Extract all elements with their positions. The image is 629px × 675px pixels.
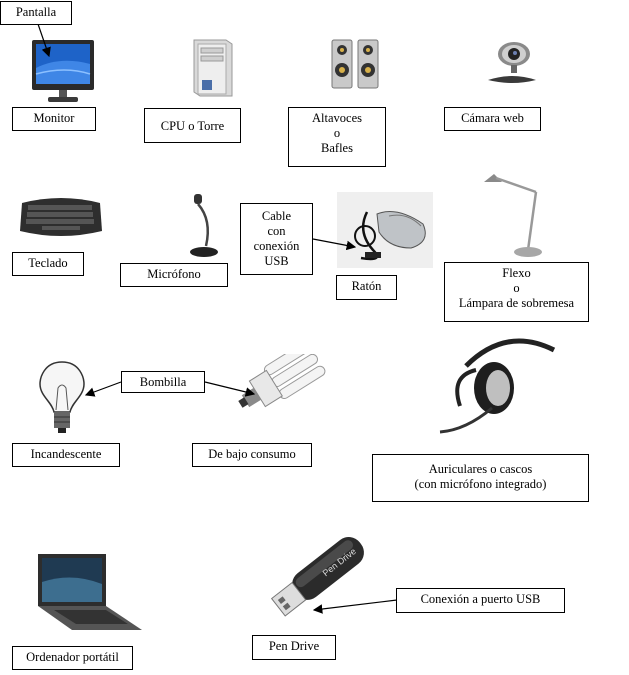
incandescent-bulb-image <box>38 360 86 441</box>
speakers-image <box>330 38 380 95</box>
label-flexo-line1: Flexo <box>502 266 531 280</box>
monitor-image <box>30 38 96 109</box>
label-flexo-line3: Lámpara de sobremesa <box>458 296 575 310</box>
label-pen-drive: Pen Drive <box>252 635 336 660</box>
laptop-image <box>32 552 144 641</box>
label-conexion-usb: Conexión a puerto USB <box>396 588 565 613</box>
label-bajo-consumo: De bajo consumo <box>192 443 312 467</box>
label-monitor: Monitor <box>12 107 96 131</box>
label-altavoces: Altavoces o Bafles <box>288 107 386 167</box>
label-raton: Ratón <box>336 275 397 300</box>
label-cable-line2: con <box>267 224 286 238</box>
label-auriculares-line2: (con micrófono integrado) <box>414 477 547 491</box>
label-ordenador: Ordenador portátil <box>12 646 133 670</box>
label-pantalla: Pantalla <box>0 1 72 25</box>
label-altavoces-line2: o <box>333 126 341 140</box>
label-cable: Cable con conexión USB <box>240 203 313 275</box>
mouse-image <box>337 192 433 273</box>
label-cable-line3: conexión <box>253 239 300 253</box>
label-teclado: Teclado <box>12 252 84 276</box>
label-bombilla: Bombilla <box>121 371 205 393</box>
cpu-tower-image <box>190 36 234 103</box>
label-flexo-line2: o <box>513 281 520 295</box>
label-cable-line1: Cable <box>261 209 292 223</box>
label-cable-line4: USB <box>264 254 289 268</box>
label-camara: Cámara web <box>444 107 541 131</box>
webcam-image <box>484 40 540 93</box>
label-incandescente: Incandescente <box>12 443 120 467</box>
label-auriculares: Auriculares o cascos (con micrófono inte… <box>372 454 589 502</box>
keyboard-image <box>18 193 104 246</box>
label-altavoces-line3: Bafles <box>321 141 353 155</box>
low-energy-bulb-image <box>238 341 338 431</box>
desk-lamp-image <box>480 170 552 265</box>
microphone-image <box>178 192 222 265</box>
headset-image <box>436 336 560 445</box>
label-microfono: Micrófono <box>120 263 228 287</box>
label-cpu: CPU o Torre <box>144 108 241 143</box>
arrow-bombilla-left <box>84 381 122 397</box>
label-altavoces-line1: Altavoces <box>312 111 362 125</box>
pen-drive-image: Pen Drive <box>262 524 378 633</box>
label-auriculares-line1: Auriculares o cascos <box>428 462 533 476</box>
label-flexo: Flexo o Lámpara de sobremesa <box>444 262 589 322</box>
